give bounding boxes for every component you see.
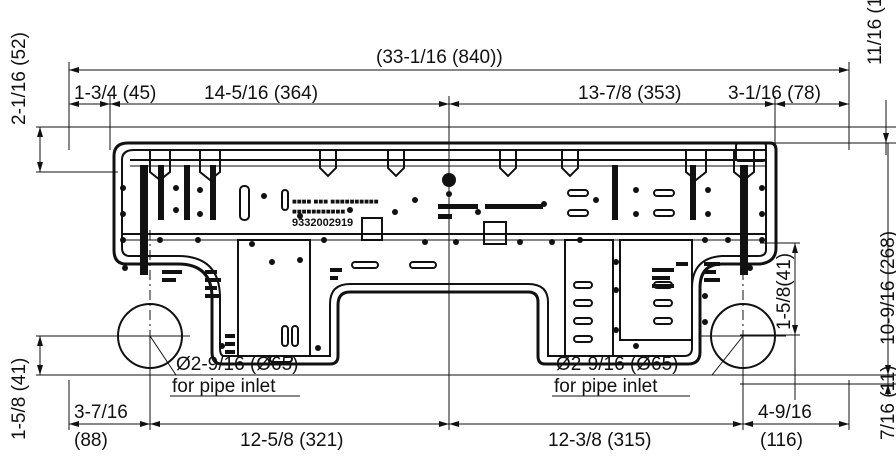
- left-hole-x-label-a: 3-7/16: [74, 402, 128, 423]
- right-bottom-height-label: 7/16 (11): [878, 365, 896, 440]
- right-offset-label: 3-1/16 (78): [728, 83, 821, 104]
- left-hole-x-label-b: (88): [74, 430, 108, 451]
- top-offset-label: 2-1/16 (52): [9, 32, 30, 125]
- right-hole-x-label-b: (116): [760, 430, 803, 451]
- right-hole-height-label: 1-5/8(41): [774, 253, 795, 330]
- dimension-texts: (33-1/16 (840)) 1-3/4 (45) 14-5/16 (364)…: [9, 0, 896, 451]
- right-hole-x-label-a: 4-9/16: [758, 402, 812, 423]
- left-hole-to-center-label: 12-5/8 (321): [240, 430, 344, 451]
- center-to-right-hole-label: 12-3/8 (315): [548, 430, 652, 451]
- left-diameter-callout: Ø2-9/16 (Ø65): [176, 354, 299, 375]
- leader-lines: [149, 335, 744, 397]
- left-pipe-note: for pipe inlet: [172, 376, 276, 397]
- plate-code-line-2: ■■■■■■■■■■■: [292, 207, 345, 216]
- left-offset-label: 1-3/4 (45): [74, 83, 156, 104]
- right-pipe-note: for pipe inlet: [554, 376, 658, 397]
- right-top-offset-label: 11/16 (18): [865, 0, 886, 65]
- center-to-right-label: 13-7/8 (353): [578, 83, 682, 104]
- mounting-plate: ■■■■ ■■■ ■■■■■■■■■■ ■■■■■■■■■■■ 93320029…: [112, 141, 778, 366]
- left-to-center-label: 14-5/16 (364): [204, 83, 318, 104]
- left-bottom-height-label: 1-5/8 (41): [9, 358, 30, 440]
- overall-height-label: 10-9/16 (268): [878, 231, 896, 345]
- overall-width-label: (33-1/16 (840)): [376, 47, 503, 68]
- plate-code-line-1: ■■■■ ■■■ ■■■■■■■■■■: [292, 197, 379, 206]
- plate-code-line-3: 9332002919: [292, 217, 353, 229]
- arrowheads: [37, 67, 891, 427]
- center-bolt: [442, 173, 456, 197]
- right-diameter-callout: Ø2-9/16 (Ø65): [556, 354, 679, 375]
